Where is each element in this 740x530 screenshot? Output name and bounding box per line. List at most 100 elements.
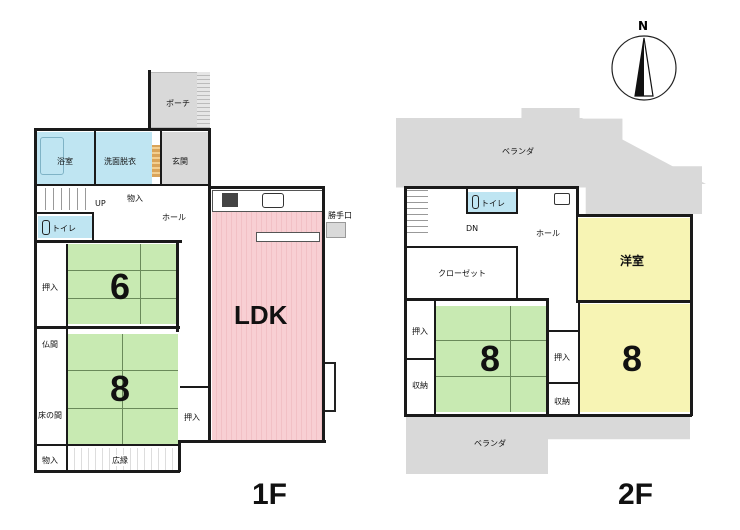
porch-label: ポーチ [166, 99, 190, 108]
toilet-label: トイレ [52, 224, 76, 233]
wall [576, 300, 692, 303]
wall [406, 298, 548, 301]
closet-8-label: 押入 [184, 413, 200, 422]
closet-right-2f-label: 押入 [554, 353, 570, 362]
closet-2f-label: クローゼット [438, 269, 486, 278]
toilet-icon [42, 220, 50, 235]
wall [576, 186, 579, 216]
tatami-seam [68, 298, 176, 299]
wall [404, 186, 407, 416]
tatami-seam [68, 370, 178, 371]
floor-plan-1f: ポーチ 浴室 洗面脱衣 玄関 物入 UP トイレ ホール LDK 勝手口 6 押… [34, 70, 352, 511]
butsuma-label: 仏間 [42, 340, 58, 349]
closet-6-label: 押入 [42, 283, 58, 292]
washroom-label: 洗面脱衣 [104, 157, 136, 166]
wall [178, 440, 181, 472]
service-door-label: 勝手口 [328, 211, 352, 220]
bath-label: 浴室 [57, 157, 73, 166]
wall [546, 298, 549, 416]
tatami-8-2f-label: 8 [480, 338, 501, 379]
stove [222, 193, 238, 207]
wall [34, 128, 210, 131]
wall [576, 214, 692, 217]
wall [322, 186, 325, 442]
wall [434, 300, 436, 414]
wall [406, 246, 518, 248]
wall [690, 214, 693, 416]
wall [208, 186, 324, 189]
veranda-top-label: ベランダ [502, 147, 534, 156]
wall [36, 326, 180, 329]
wall [160, 130, 162, 186]
storage-top [122, 186, 152, 206]
porch-hatch [197, 72, 210, 128]
tatami-seam [68, 408, 178, 409]
western-room [576, 218, 690, 300]
stairs-2f [406, 188, 428, 238]
tatami-seam [510, 306, 511, 412]
wall [516, 246, 518, 298]
tokonoma [38, 386, 66, 442]
bath [36, 132, 94, 184]
stairs [38, 188, 92, 210]
tokonoma-label: 床の間 [38, 411, 62, 420]
counter-island [256, 232, 320, 242]
veranda-bottom [406, 416, 690, 474]
floor-2f-label: 2F [618, 478, 654, 511]
wall [66, 244, 68, 472]
wall [516, 188, 518, 214]
entrance-label: 玄関 [172, 157, 188, 166]
sink [262, 193, 284, 208]
ldk-label: LDK [234, 300, 288, 330]
wall [208, 128, 211, 442]
hall-label: ホール [162, 213, 186, 222]
room-8-2f-label: 8 [622, 338, 643, 379]
entrance [162, 132, 208, 184]
wall [548, 330, 578, 332]
wall [148, 70, 151, 130]
wall [548, 382, 578, 384]
toilet [38, 216, 92, 238]
toilet-2f-label: トイレ [481, 199, 505, 208]
closet-8 [180, 388, 208, 440]
room-8-2f [580, 304, 690, 412]
storage-left-2f-label: 収納 [412, 381, 428, 390]
storage-bottom [38, 448, 66, 470]
stairs-down-label: DN [466, 224, 479, 233]
north-label: N [638, 19, 649, 33]
closet-left-2f-label: 押入 [412, 327, 428, 336]
wall [34, 128, 37, 472]
wall [34, 470, 180, 473]
wall [94, 130, 96, 186]
tatami-room-8-2f [436, 306, 546, 412]
tatami-seam [436, 376, 546, 377]
storage-right-2f-label: 収納 [554, 397, 570, 406]
compass: N [605, 18, 683, 106]
wall [466, 188, 468, 214]
stairs-up-label: UP [95, 199, 106, 208]
veranda-bottom-label: ベランダ [474, 439, 506, 448]
tatami-room-6 [68, 244, 176, 324]
tatami-seam [122, 334, 123, 444]
floor-1f-label: 1F [252, 478, 288, 511]
wall [36, 444, 180, 446]
toilet-2f [468, 192, 516, 212]
tatami-room-8 [68, 334, 178, 444]
washroom [96, 132, 152, 184]
closet-2f [408, 250, 516, 296]
north-arrow-icon [611, 35, 677, 101]
wall [406, 358, 434, 360]
washroom-stairs [152, 145, 162, 177]
toilet-2f-icon [472, 195, 479, 209]
wall [576, 216, 578, 302]
storage-right-2f [550, 386, 576, 412]
wall [36, 240, 182, 243]
closet-left-2f [408, 306, 434, 356]
wall [176, 242, 179, 332]
wall [178, 440, 326, 443]
tatami-seam [140, 244, 141, 324]
tatami-8-label: 8 [110, 368, 131, 409]
wall [404, 186, 578, 189]
tatami-6-label: 6 [110, 266, 131, 307]
